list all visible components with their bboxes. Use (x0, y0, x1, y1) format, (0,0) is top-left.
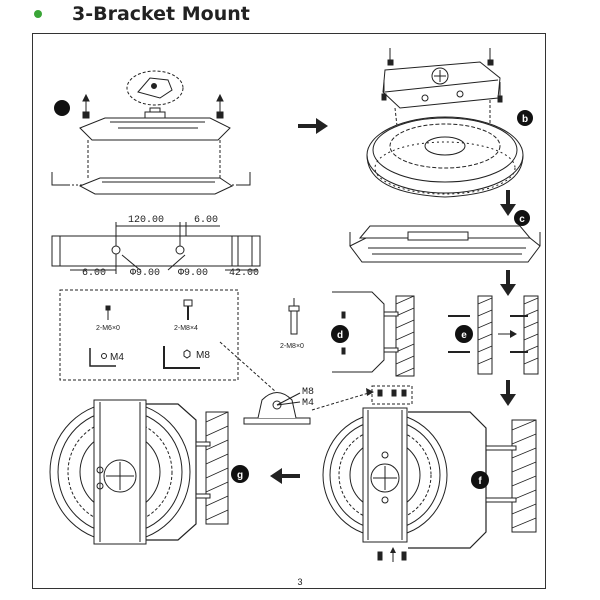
bracket-label-m8: M8 (302, 387, 314, 398)
page-number: 3 (297, 577, 303, 587)
wall-section-g (205, 411, 229, 525)
lamp-ring-side (78, 177, 234, 195)
lamp-assembled-side (349, 237, 541, 263)
bracket-label-m4: M4 (302, 398, 314, 409)
dimension-120: 120.00 (128, 215, 164, 226)
step-g-label: g (237, 470, 243, 481)
step-c-label: c (519, 214, 525, 225)
step-c-illustration: c (349, 210, 541, 263)
large-screw-label: 2-M8×4 (174, 325, 198, 332)
dimension-6-bottom: 6.00 (82, 268, 106, 279)
step-g-illustration: g (49, 399, 249, 545)
step-f-illustration: f (322, 407, 537, 562)
hex-key-small-label: M4 (110, 352, 124, 363)
dimension-42: 42.00 (229, 268, 259, 279)
step-f-label: f (478, 476, 482, 487)
dimension-hole-2: Φ9.00 (178, 268, 208, 279)
step-b-label: b (522, 114, 528, 125)
arrow-e-to-f (500, 380, 516, 406)
step-f-marker (471, 471, 489, 489)
dimension-6-top: 6.00 (194, 215, 218, 226)
bracket-dimension-drawing: 120.00 6.00 6.00 Φ9.00 Φ9.00 42.00 (51, 215, 261, 279)
bracket-detail: M8 M4 (243, 385, 413, 425)
step-d-label: d (337, 330, 343, 341)
step-e-illustration: e (448, 295, 539, 375)
step-c-marker (514, 210, 530, 226)
arrow-c-to-e (500, 270, 516, 296)
step-e-label: e (461, 330, 467, 341)
step-b-illustration: b (366, 48, 533, 198)
step-d-marker (331, 325, 349, 343)
step-d-anchor-label: 2-M8×0 (280, 343, 304, 350)
section-heading: 3-Bracket Mount (34, 2, 250, 26)
parts-box: 2-M6×0 2-M8×4 M4 M8 (59, 289, 277, 393)
step-g-marker (231, 465, 249, 483)
lamp-body-side (79, 117, 231, 141)
step-d-illustration: 2-M8×0 d (280, 291, 415, 377)
arrow-f-to-g (270, 468, 300, 484)
small-screw-label: 2-M6×0 (96, 325, 120, 332)
arrow-b-to-c (500, 190, 516, 216)
hex-key-large-label: M8 (196, 350, 210, 361)
step-a-illustration (51, 70, 251, 195)
wall-section-e-left (477, 295, 493, 375)
instruction-frame (32, 33, 546, 589)
dimension-hole-1: Φ9.00 (130, 268, 160, 279)
section-title: 3-Bracket Mount (72, 3, 250, 25)
step-e-marker (455, 325, 473, 343)
bullet-icon (34, 10, 42, 18)
arrow-a-to-b (298, 118, 328, 134)
bracket-detail-callout (126, 70, 184, 106)
wall-section-f (511, 419, 537, 533)
step-b-marker (517, 110, 533, 126)
step-a-marker (54, 100, 70, 116)
bracket-assembly (382, 61, 501, 109)
